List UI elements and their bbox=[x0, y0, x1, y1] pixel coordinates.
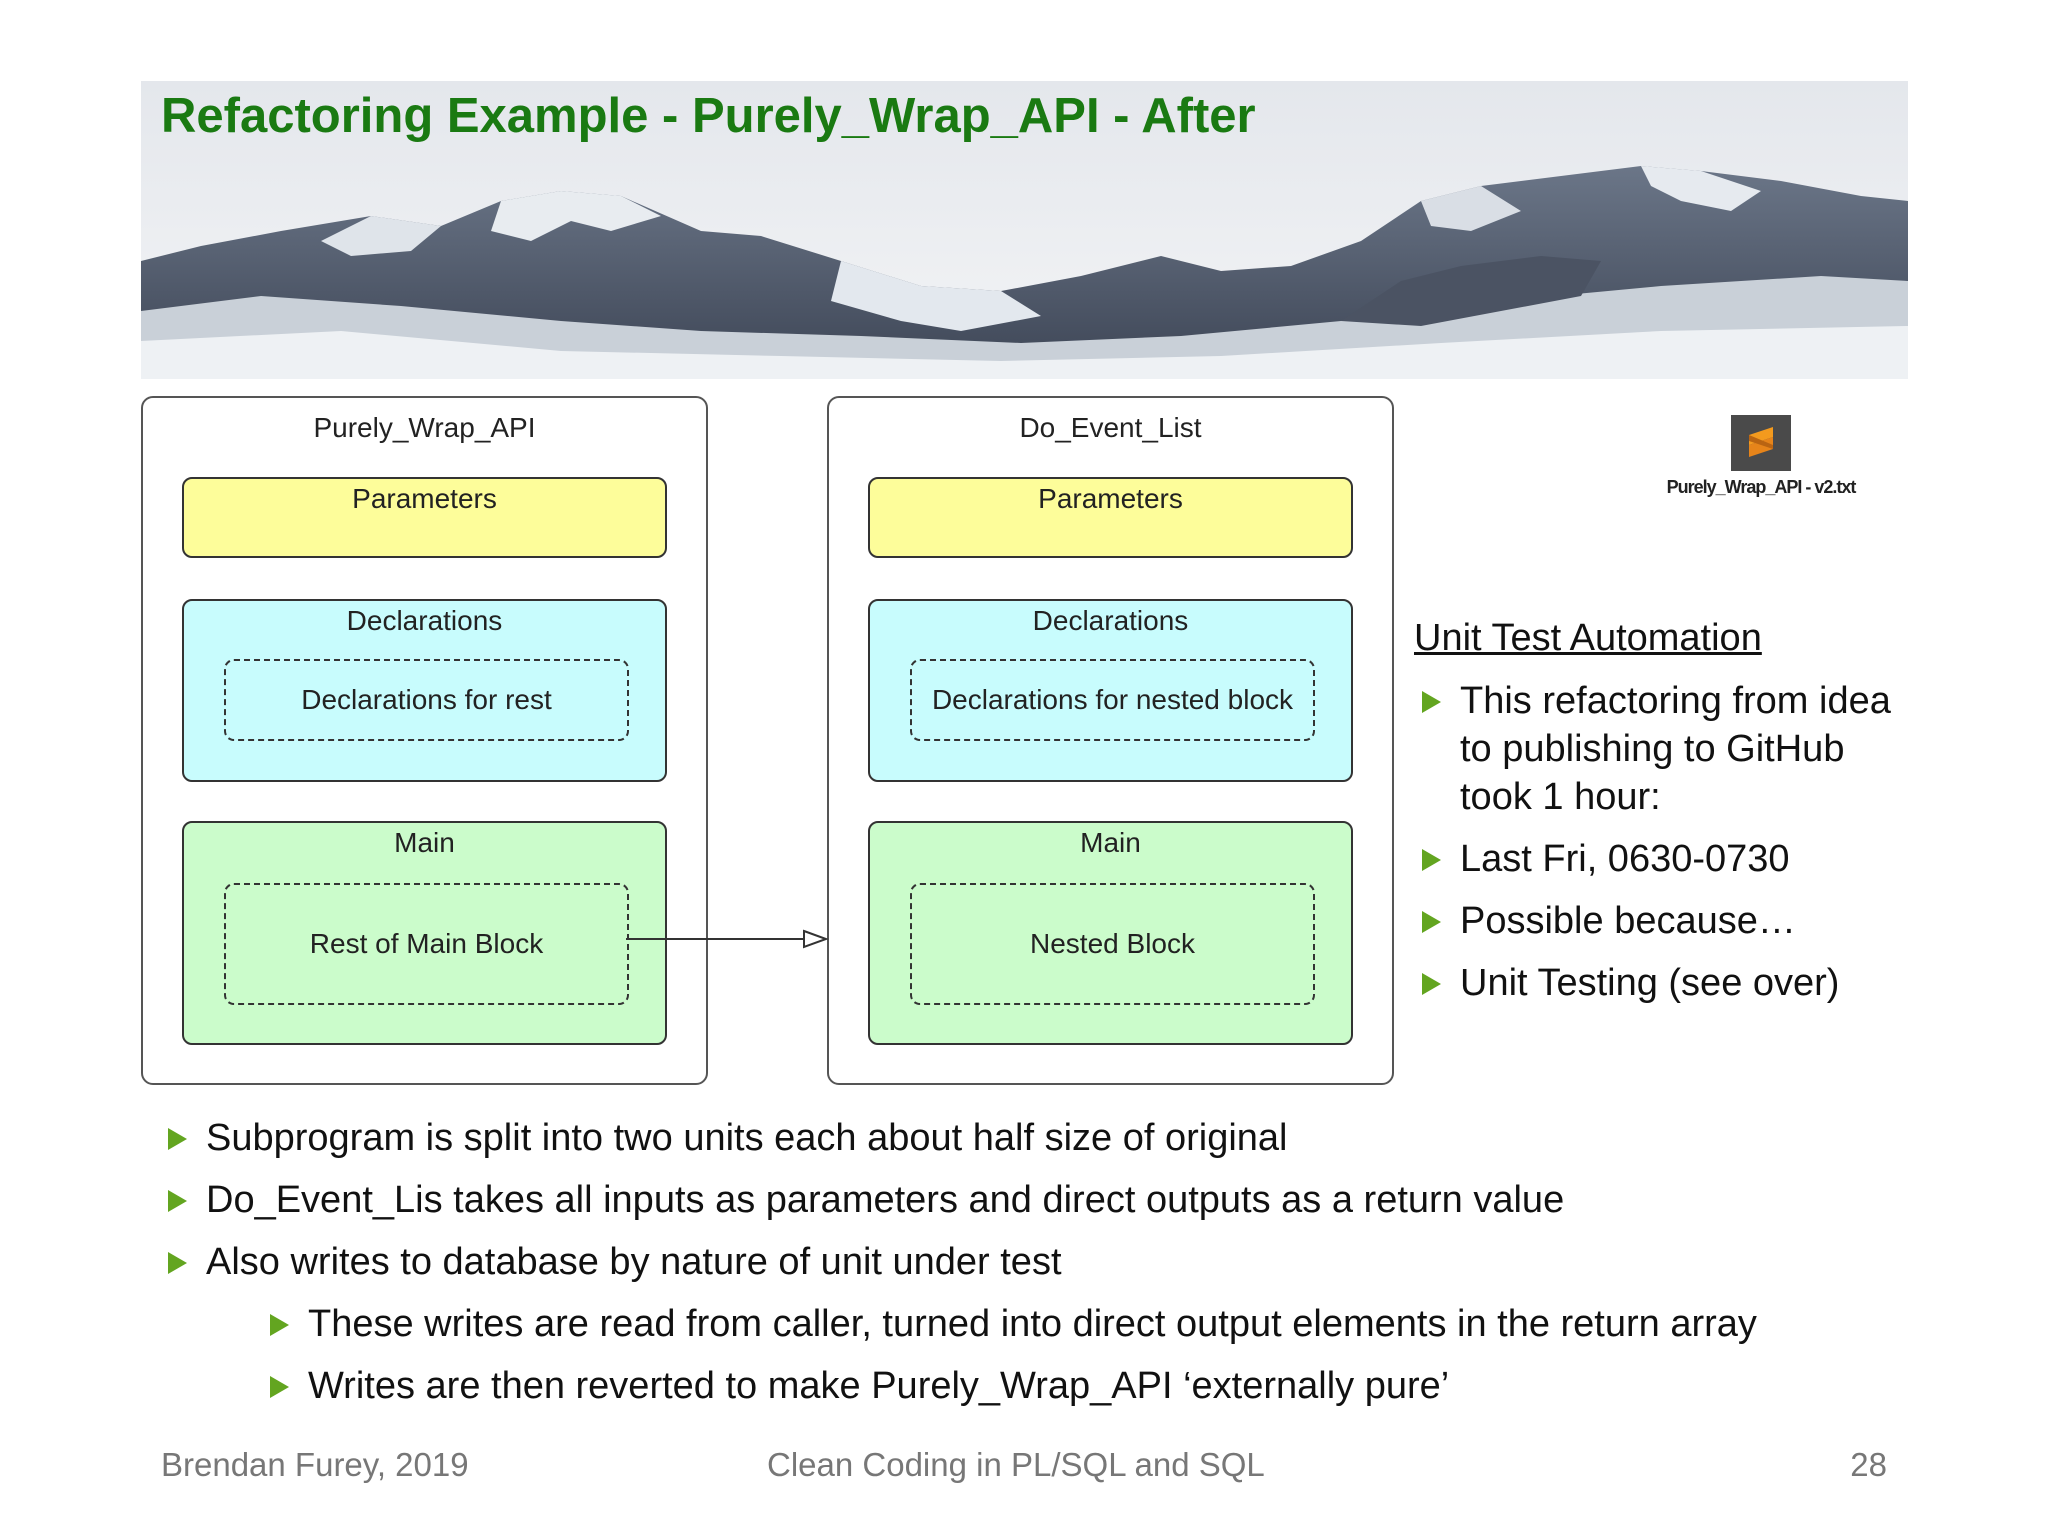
sub-bullet-list: These writes are read from caller, turne… bbox=[270, 1300, 1908, 1424]
bullet-triangle-icon bbox=[168, 1128, 187, 1150]
page-number: 28 bbox=[1850, 1446, 1887, 1483]
unit-do-event-list: Do_Event_List Parameters Declarations De… bbox=[827, 396, 1394, 1085]
parameters-label: Parameters bbox=[1038, 483, 1183, 514]
bullet-triangle-icon bbox=[270, 1376, 289, 1398]
list-item: This refactoring from idea to publishing… bbox=[1422, 677, 1900, 821]
declarations-block: Declarations Declarations for nested blo… bbox=[868, 599, 1353, 782]
slide-title: Refactoring Example - Purely_Wrap_API - … bbox=[161, 89, 1256, 143]
main-label: Main bbox=[1080, 827, 1141, 858]
bullet-triangle-icon bbox=[1422, 973, 1441, 995]
main-label: Main bbox=[394, 827, 455, 858]
declarations-label: Declarations bbox=[346, 605, 503, 636]
parameters-label: Parameters bbox=[352, 483, 497, 514]
declarations-block: Declarations Declarations for rest bbox=[182, 599, 667, 782]
bullet-triangle-icon bbox=[168, 1190, 187, 1212]
attachment-filename[interactable]: Purely_Wrap_API - v2.txt bbox=[1666, 477, 1857, 497]
main-inner-box: Nested Block bbox=[910, 883, 1315, 1005]
main-bullet-list: Subprogram is split into two units each … bbox=[168, 1114, 1906, 1300]
unit-title: Do_Event_List bbox=[1019, 412, 1202, 443]
bullet-triangle-icon bbox=[1422, 911, 1441, 933]
parameters-block: Parameters bbox=[182, 477, 667, 558]
list-item: Writes are then reverted to make Purely_… bbox=[270, 1362, 1908, 1410]
list-item: Last Fri, 0630-0730 bbox=[1422, 835, 1900, 883]
parameters-block: Parameters bbox=[868, 477, 1353, 558]
side-bullet-list: This refactoring from idea to publishing… bbox=[1422, 677, 1900, 1021]
list-item: Also writes to database by nature of uni… bbox=[168, 1238, 1906, 1286]
bullet-triangle-icon bbox=[270, 1314, 289, 1336]
bullet-triangle-icon bbox=[168, 1252, 187, 1274]
footer-center-title: Clean Coding in PL/SQL and SQL bbox=[767, 1446, 1265, 1483]
list-item: Possible because… bbox=[1422, 897, 1900, 945]
main-block: Main Rest of Main Block bbox=[182, 821, 667, 1045]
main-inner-box: Rest of Main Block bbox=[224, 883, 629, 1005]
declarations-inner-box: Declarations for nested block bbox=[910, 659, 1315, 741]
list-item: These writes are read from caller, turne… bbox=[270, 1300, 1908, 1348]
sublime-file-icon[interactable] bbox=[1731, 415, 1791, 471]
list-item: Subprogram is split into two units each … bbox=[168, 1114, 1906, 1162]
declarations-inner-box: Declarations for rest bbox=[224, 659, 629, 741]
declarations-label: Declarations bbox=[1032, 605, 1189, 636]
list-item: Do_Event_Lis takes all inputs as paramet… bbox=[168, 1176, 1906, 1224]
bullet-triangle-icon bbox=[1422, 691, 1441, 713]
bullet-triangle-icon bbox=[1422, 849, 1441, 871]
list-item: Unit Testing (see over) bbox=[1422, 959, 1900, 1007]
main-block: Main Nested Block bbox=[868, 821, 1353, 1045]
header-banner-image bbox=[141, 81, 1908, 379]
unit-purely-wrap-api: Purely_Wrap_API Parameters Declarations … bbox=[141, 396, 708, 1085]
side-heading: Unit Test Automation bbox=[1414, 617, 1762, 659]
footer-author: Brendan Furey, 2019 bbox=[161, 1446, 469, 1483]
unit-title: Purely_Wrap_API bbox=[313, 412, 536, 443]
